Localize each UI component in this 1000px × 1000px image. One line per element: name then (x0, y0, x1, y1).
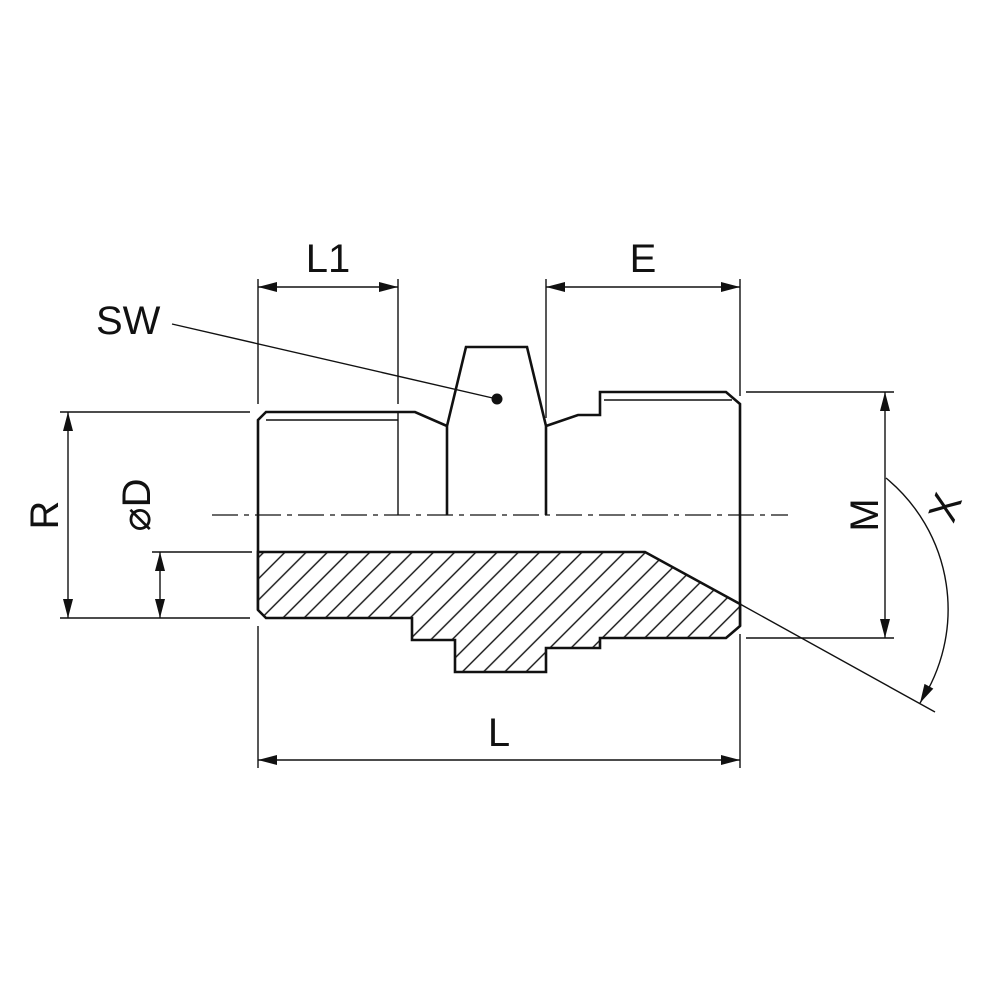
m-arrow-bottom (880, 619, 890, 638)
dim-label-l1: L1 (306, 237, 351, 281)
dimension-m: M (746, 391, 894, 639)
part-outline (256, 345, 742, 631)
dim-label-e: E (630, 237, 657, 281)
sw-leader-dot (491, 393, 503, 405)
dimension-l: L (257, 626, 741, 768)
dim-label-diameter-d: ⌀D (115, 479, 159, 532)
dimension-r: R (23, 411, 250, 619)
sw-leader-line (171, 323, 498, 400)
d-arrow-top (155, 552, 165, 571)
dimension-diameter-d: ⌀D (115, 479, 252, 618)
dimension-l1: L1 (257, 237, 399, 404)
dim-label-r: R (23, 501, 67, 530)
e-arrow-left (546, 282, 565, 292)
m-arrow-top (880, 392, 890, 411)
thread-minor-lines (266, 399, 732, 631)
r-arrow-top (63, 412, 73, 431)
leader-sw: SW (96, 299, 503, 405)
dimension-e: E (545, 237, 741, 418)
x-angle-arc (885, 477, 949, 704)
cone-angle-extension-line (739, 603, 936, 713)
dimension-x: X (885, 477, 971, 704)
l1-arrow-right (379, 282, 398, 292)
l1-arrow-left (258, 282, 277, 292)
dim-label-m: M (843, 498, 887, 531)
dim-label-l: L (488, 711, 510, 755)
dim-label-sw: SW (96, 299, 161, 343)
r-arrow-bottom (63, 599, 73, 618)
e-arrow-right (721, 282, 740, 292)
l-arrow-left (258, 755, 277, 765)
part-outline-top (256, 345, 742, 626)
dim-label-x: X (921, 487, 971, 527)
x-arrow (920, 683, 934, 703)
section-hatch-area (256, 550, 742, 674)
d-arrow-bottom (155, 599, 165, 618)
l-arrow-right (721, 755, 740, 765)
